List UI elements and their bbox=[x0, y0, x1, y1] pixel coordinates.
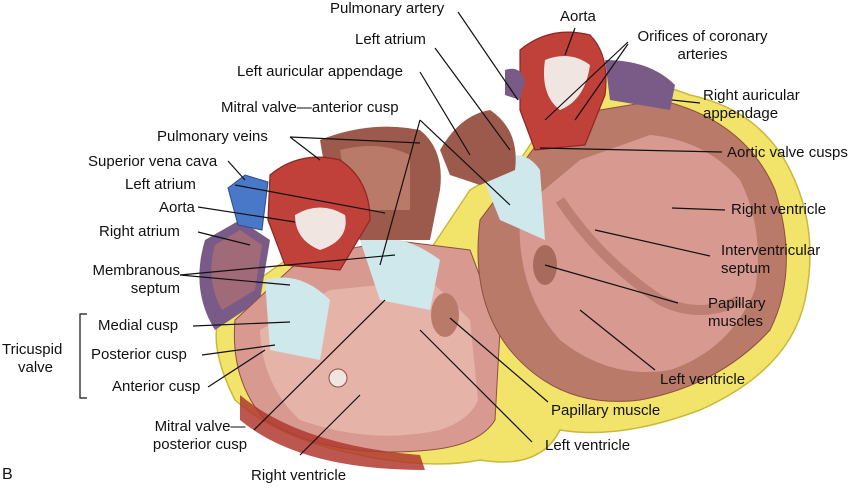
panel-letter: B bbox=[2, 466, 13, 483]
leader-aorta-top bbox=[564, 27, 576, 56]
leader-orifices-b bbox=[574, 43, 629, 121]
tricuspid-valve-tissue bbox=[265, 277, 330, 360]
aorta-right-lumen bbox=[544, 56, 590, 110]
label-mitral-posterior-line1: Mitral valve— bbox=[154, 418, 246, 435]
label-right-auricular-line2: appendage bbox=[703, 105, 779, 122]
svc-vessel bbox=[227, 174, 269, 231]
aorta-left-lumen bbox=[295, 207, 346, 250]
label-left-auricular-appendage: Left auricular appendage bbox=[237, 63, 403, 80]
leader-left-atrium-top bbox=[434, 47, 511, 151]
papillary-muscle-left bbox=[431, 293, 459, 337]
tricuspid-bracket bbox=[79, 313, 87, 399]
label-membranous-line2: septum bbox=[130, 280, 180, 297]
label-posterior-cusp: Posterior cusp bbox=[91, 346, 187, 363]
leader-pulmonary-veins-b bbox=[289, 136, 421, 144]
leader-papillary-muscles bbox=[544, 264, 679, 304]
label-left-ventricle-right: Left ventricle bbox=[660, 371, 746, 388]
right-auricle bbox=[605, 60, 675, 110]
label-tricuspid-line2: valve bbox=[18, 359, 54, 376]
label-anterior-cusp: Anterior cusp bbox=[112, 378, 201, 395]
pulmonary-artery-stub bbox=[505, 68, 525, 100]
interventricular-band bbox=[555, 197, 743, 315]
leader-membranous-b bbox=[179, 254, 396, 276]
label-superior-vena-cava: Superior vena cava bbox=[88, 153, 218, 170]
leader-interventricular bbox=[594, 229, 711, 257]
right-section-inner bbox=[519, 135, 758, 372]
label-tricuspid-line1: Tricuspid bbox=[2, 341, 63, 358]
label-interventricular-line2: septum bbox=[721, 260, 771, 277]
left-auricle bbox=[440, 110, 516, 185]
label-right-ventricle-bottom: Right ventricle bbox=[251, 467, 347, 484]
leader-mitral-anterior-b bbox=[419, 119, 511, 206]
leader-pulmonary-veins-a bbox=[289, 136, 321, 161]
leader-pulmonary-artery bbox=[457, 11, 519, 101]
leader-left-ventricle-right bbox=[579, 309, 656, 371]
leader-posterior-cusp bbox=[201, 344, 276, 356]
label-orifices-coronary-line2: arteries bbox=[677, 46, 728, 63]
label-pulmonary-artery: Pulmonary artery bbox=[330, 0, 445, 17]
leader-svc bbox=[227, 160, 246, 181]
bottom-wall bbox=[240, 395, 425, 470]
leader-left-auricular bbox=[419, 71, 471, 156]
leader-anterior-cusp bbox=[207, 349, 266, 388]
leader-mitral-anterior-a bbox=[379, 119, 421, 266]
label-aortic-valve-cusps: Aortic valve cusps bbox=[727, 144, 848, 161]
label-left-atrium-top: Left atrium bbox=[355, 31, 426, 48]
leader-right-atrium bbox=[197, 231, 251, 246]
label-left-ventricle-bottom: Left ventricle bbox=[545, 437, 631, 454]
label-papillary-muscles-line2: muscles bbox=[708, 313, 764, 330]
leader-orifices-a bbox=[544, 41, 629, 121]
leader-right-ventricle-bottom bbox=[299, 394, 361, 456]
label-medial-cusp: Medial cusp bbox=[98, 317, 179, 334]
leader-left-atrium-left bbox=[234, 184, 386, 214]
label-aorta-top: Aorta bbox=[560, 8, 596, 25]
label-papillary-muscles-line1: Papillary bbox=[708, 295, 766, 312]
label-right-ventricle-right: Right ventricle bbox=[731, 201, 827, 218]
label-mitral-anterior-cusp: Mitral valve—anterior cusp bbox=[221, 99, 399, 116]
leader-mitral-posterior bbox=[253, 299, 386, 431]
leader-right-auricular bbox=[671, 99, 701, 104]
label-pulmonary-veins: Pulmonary veins bbox=[157, 128, 268, 145]
label-left-atrium-left: Left atrium bbox=[125, 176, 196, 193]
label-mitral-posterior-line2: posterior cusp bbox=[152, 436, 248, 453]
label-right-auricular-line1: Right auricular bbox=[703, 87, 800, 104]
leader-papillary-muscle bbox=[449, 317, 549, 403]
label-aorta-left: Aorta bbox=[159, 199, 195, 216]
leader-left-ventricle-bottom bbox=[419, 329, 533, 443]
label-orifices-coronary-line1: Orifices of coronary bbox=[637, 28, 768, 45]
mitral-valve-tissue bbox=[360, 237, 440, 310]
label-right-atrium: Right atrium bbox=[99, 223, 180, 240]
leader-medial-cusp bbox=[192, 321, 291, 327]
leader-aorta-left bbox=[197, 206, 296, 223]
lesion-spot bbox=[328, 368, 348, 388]
label-membranous-line1: Membranous bbox=[92, 262, 180, 279]
label-interventricular-line1: Interventricular bbox=[721, 242, 821, 259]
leader-right-ventricle-right bbox=[671, 207, 726, 211]
label-papillary-muscle: Papillary muscle bbox=[551, 402, 661, 419]
leader-aortic-valve-cusps bbox=[539, 147, 723, 153]
leader-membranous-a bbox=[179, 274, 291, 286]
